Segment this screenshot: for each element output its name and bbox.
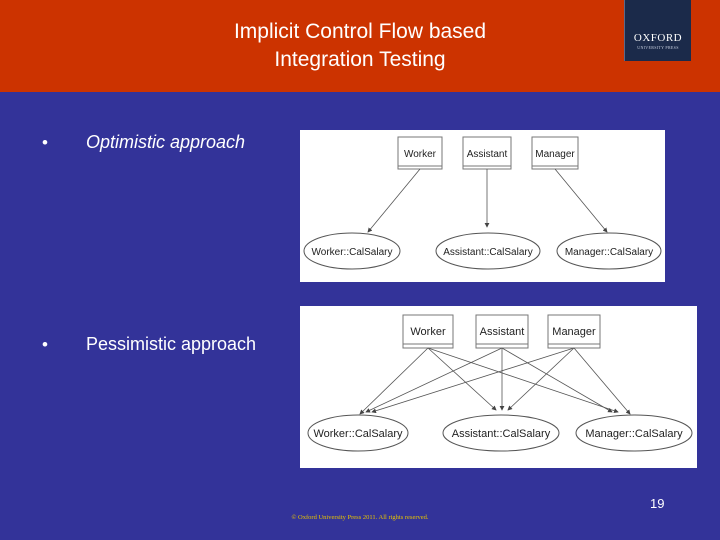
method-manager-calsalary: Manager::CalSalary [556,232,662,270]
edge-assistant-workercal [365,347,503,413]
class-box-manager: Manager [531,136,579,170]
class-label-worker: Worker [410,326,446,338]
class-box-assistant: Assistant [462,136,512,170]
pessimistic-diagram: Worker Assistant Manager Worker::CalSala… [300,306,697,468]
class-box-assistant: Assistant [475,314,529,349]
edge-worker-managercal [427,347,619,413]
edge-worker-workercal [359,347,429,415]
oxford-logo: OXFORD UNIVERSITY PRESS [624,0,691,61]
class-box-worker: Worker [402,314,454,349]
class-label-worker: Worker [404,149,437,160]
edge-assistant-managercal [501,347,613,413]
method-manager-calsalary: Manager::CalSalary [575,414,693,452]
bullet-pessimistic: Pessimistic approach [86,334,257,354]
method-label-assistant: Assistant::CalSalary [443,247,532,258]
class-label-assistant: Assistant [480,326,525,338]
title-line-2: Integration Testing [274,48,446,71]
class-label-manager: Manager [535,149,575,160]
logo-subtitle: UNIVERSITY PRESS [637,45,679,50]
bullet-marker-2: • [42,335,48,354]
edge-worker-workercal [367,168,421,233]
bullet-marker-1: • [42,133,48,152]
edge-manager-workercal [371,347,575,414]
slide-title: Implicit Control Flow based Integration … [160,18,560,74]
header-bar: Implicit Control Flow based Integration … [0,0,720,92]
method-label-worker: Worker::CalSalary [312,247,393,258]
title-line-1: Implicit Control Flow based [233,20,487,43]
logo-wordmark: OXFORD [633,32,683,44]
class-box-worker: Worker [397,136,443,170]
method-label-assistant: Assistant::CalSalary [452,428,551,440]
class-label-manager: Manager [552,326,596,338]
method-label-manager: Manager::CalSalary [585,428,683,440]
method-label-manager: Manager::CalSalary [565,247,653,258]
method-worker-calsalary: Worker::CalSalary [303,232,401,270]
optimistic-diagram: Worker Assistant Manager Worker::CalSala… [300,130,665,282]
method-worker-calsalary: Worker::CalSalary [307,414,409,452]
class-box-manager: Manager [547,314,601,349]
method-label-worker: Worker::CalSalary [313,428,403,440]
edge-manager-managercal [554,168,608,233]
edge-manager-assistantcal [507,347,575,411]
bullet-optimistic: Optimistic approach [86,132,246,152]
edge-manager-managercal [573,347,631,415]
edge-worker-assistantcal [427,347,497,411]
class-label-assistant: Assistant [467,149,508,160]
copyright-notice: © Oxford University Press 2011. All righ… [291,514,429,521]
page-number: 19 [650,496,665,511]
method-assistant-calsalary: Assistant::CalSalary [435,232,541,270]
method-assistant-calsalary: Assistant::CalSalary [442,414,560,452]
